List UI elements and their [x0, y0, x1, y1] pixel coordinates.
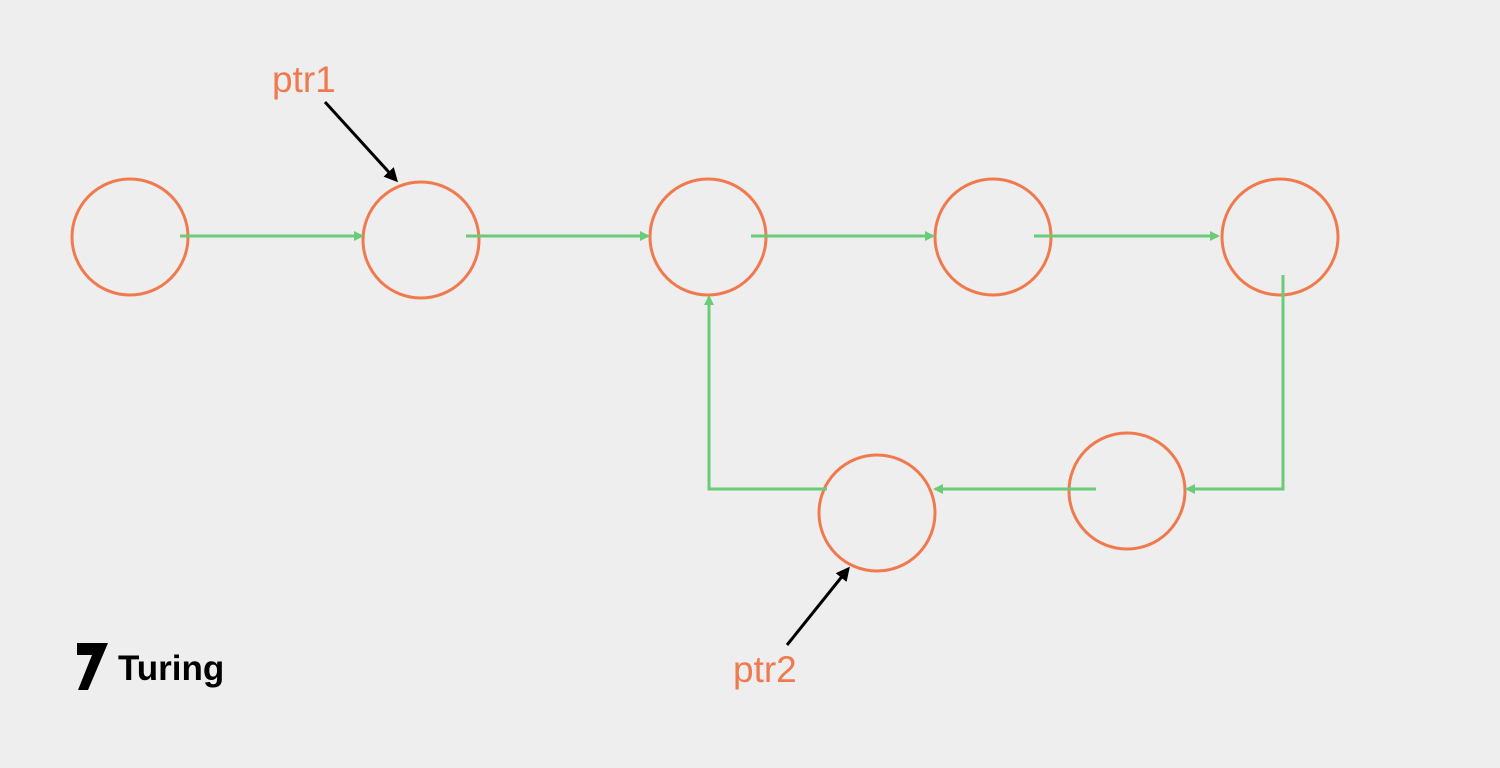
- edge-5-6: [1185, 275, 1285, 494]
- turing-logo: Turing: [77, 643, 224, 690]
- ptr1-arrow: [323, 100, 399, 183]
- node-2: [361, 180, 481, 300]
- node-5: [1220, 177, 1340, 297]
- turing-logo-mark-icon: [77, 643, 108, 690]
- turing-logo-text: Turing: [118, 649, 224, 688]
- ptr2-label: ptr2: [733, 649, 797, 690]
- node-3: [648, 177, 768, 297]
- edge-7-3-cycle: [704, 295, 827, 491]
- node-6: [1067, 431, 1187, 551]
- ptr2-arrow: [785, 566, 850, 646]
- node-1: [70, 177, 190, 297]
- node-4: [933, 177, 1053, 297]
- node-7: [817, 453, 937, 573]
- ptr1-label: ptr1: [272, 59, 336, 100]
